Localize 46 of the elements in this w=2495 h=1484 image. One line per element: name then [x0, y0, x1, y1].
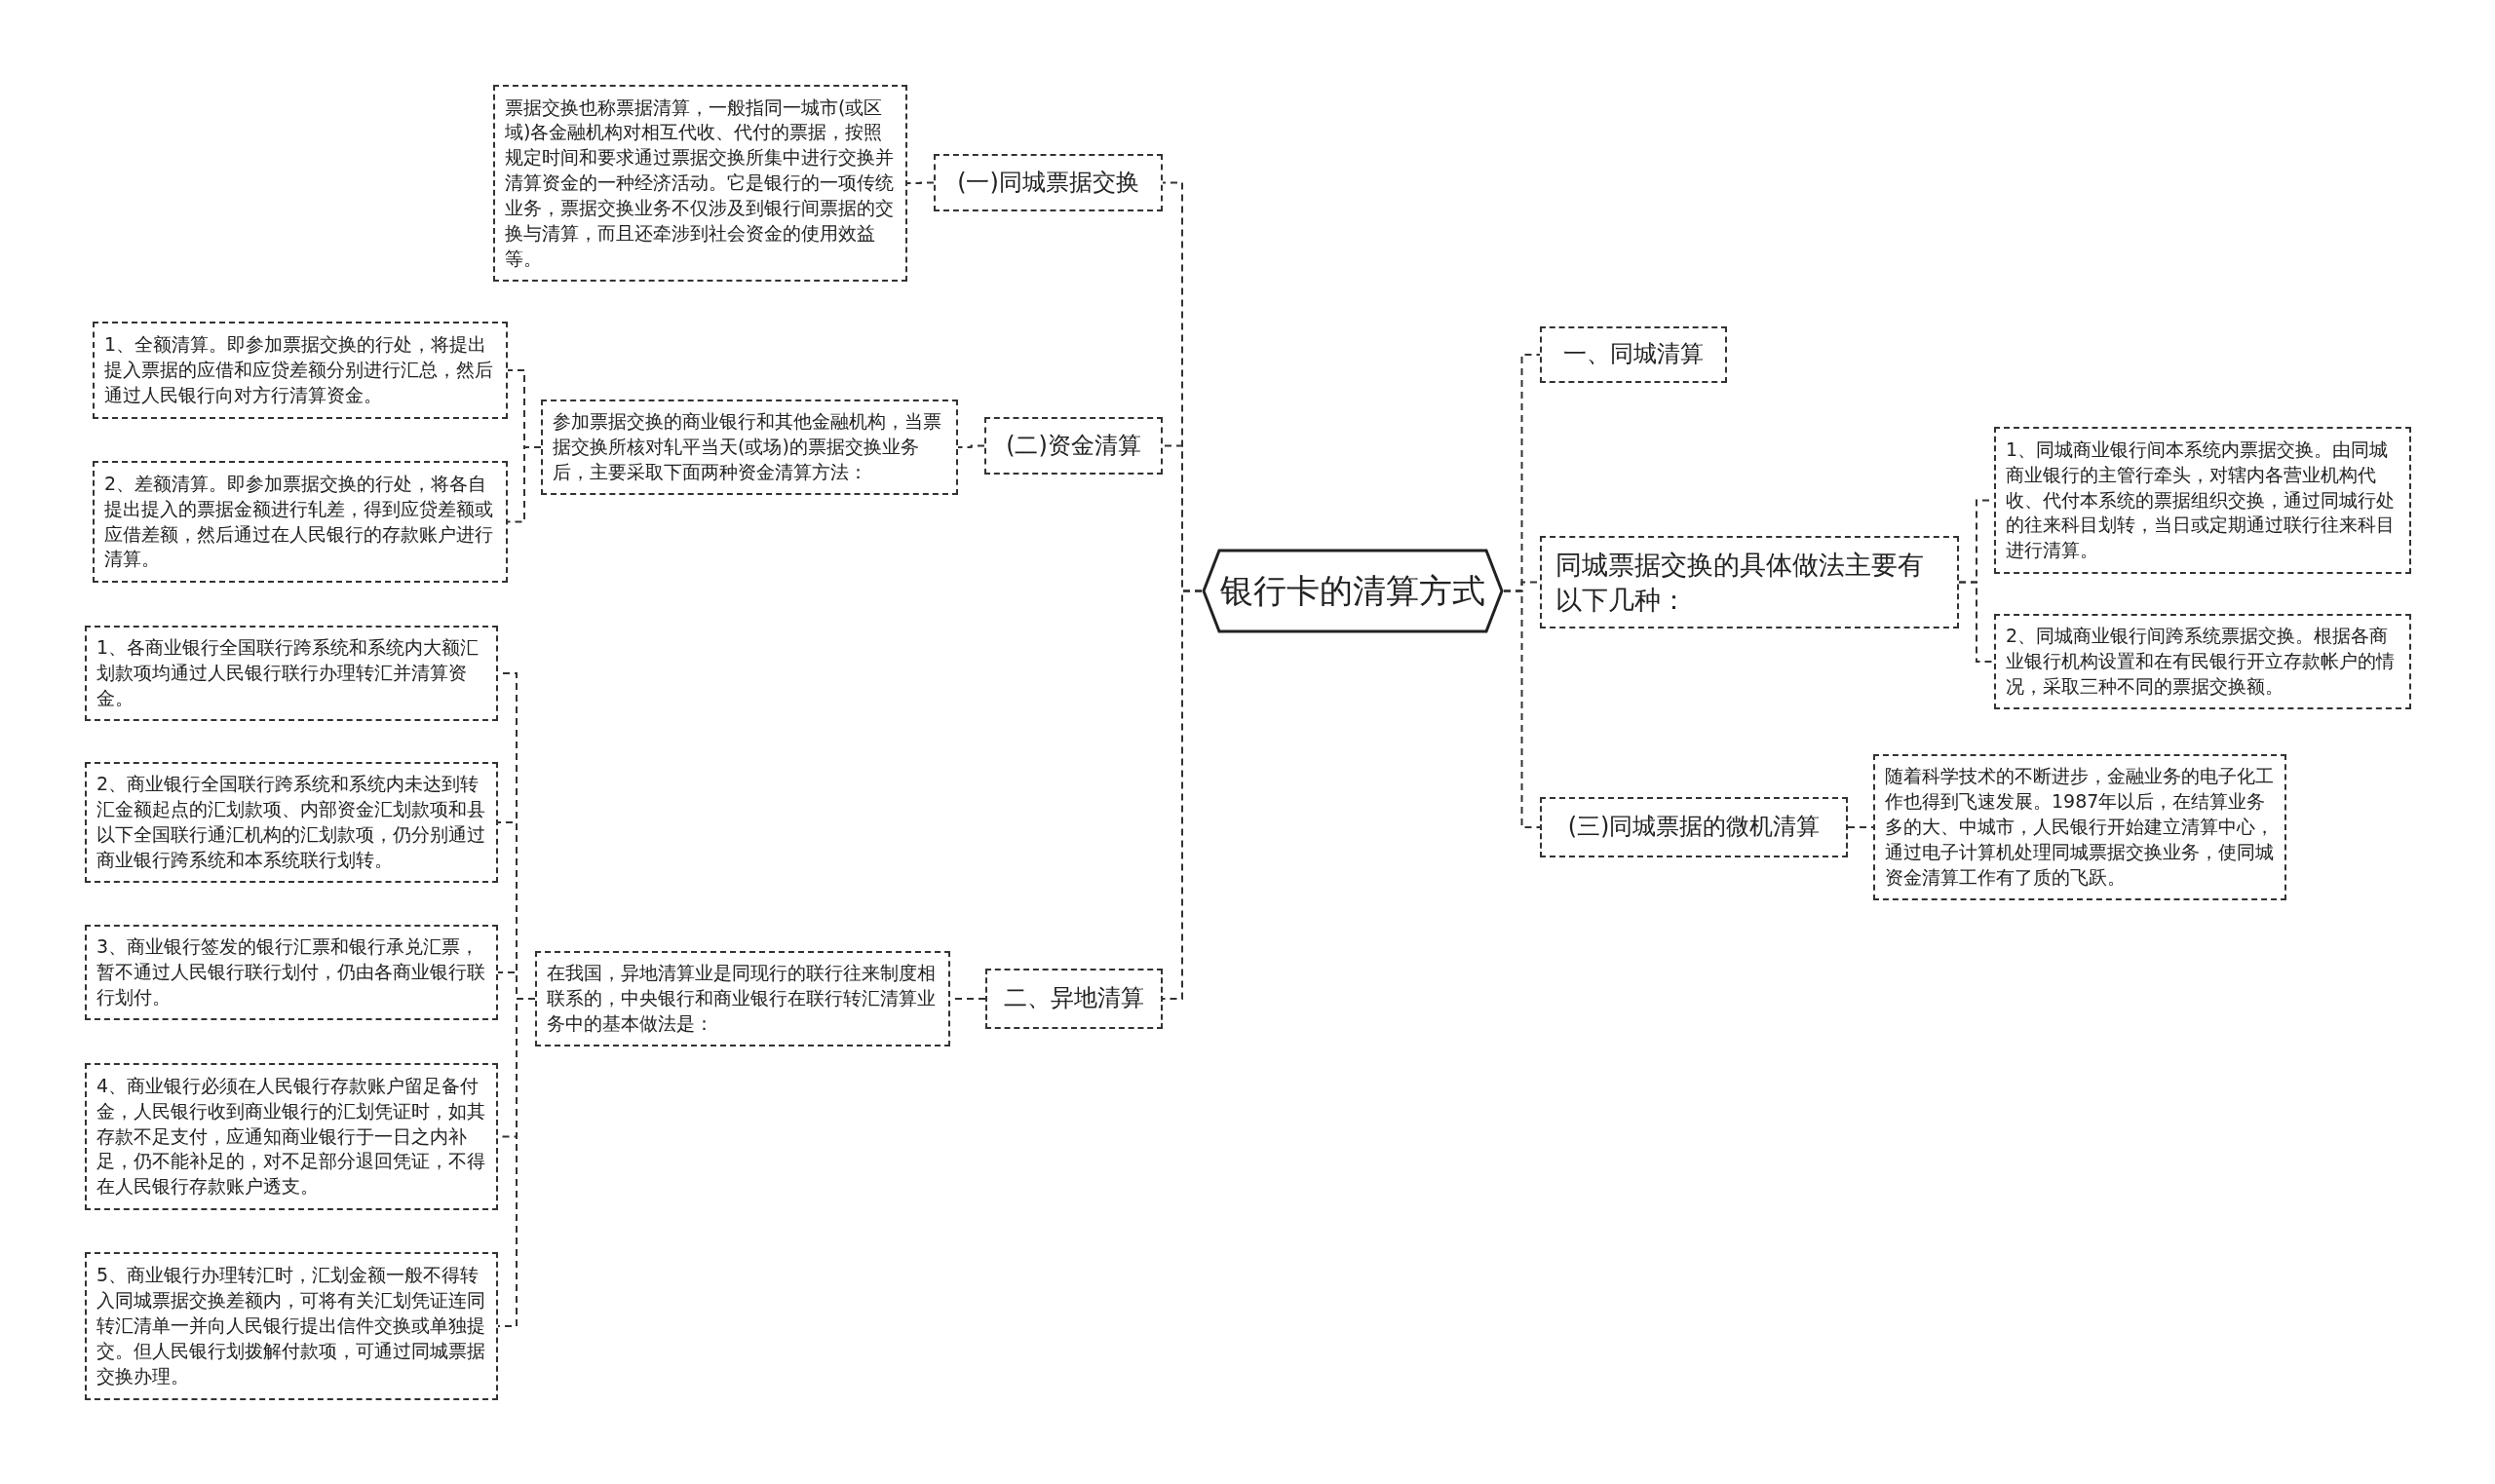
connector-line	[1847, 826, 1874, 828]
topic-box	[1540, 536, 1959, 628]
note-text: 参加票据交换的商业银行和其他金融机构，当票据交换所核对轧平当天(或场)的票据交换业务后，主要采取下面两种资金清算方法：	[553, 409, 942, 484]
topic-box	[1540, 326, 1727, 383]
topic-text: 一、同城清算	[1563, 339, 1704, 370]
note-box	[85, 925, 498, 1020]
connector-line	[507, 446, 542, 523]
note-box	[535, 951, 950, 1046]
note-box	[1994, 427, 2411, 574]
note-text: 3、商业银行签发的银行汇票和银行承兑汇票，暂不通过人民银行联行划付，仍由各商业银行联行划付。	[96, 934, 486, 1009]
connector-line	[906, 181, 935, 184]
connector-line	[1503, 590, 1541, 828]
note-text: 2、同城商业银行间跨系统票据交换。根据各商业银行机构设置和在有民银行开立存款帐户的情况，采取三种不同的票据交换额。	[2006, 624, 2396, 699]
topic-box	[985, 969, 1163, 1029]
note-text: 1、各商业银行全国联行跨系统和系统内大额汇划款项均通过人民银行联行办理转汇并清算资金。	[96, 635, 480, 710]
topic-box	[1540, 797, 1848, 857]
note-box	[85, 1063, 498, 1210]
connector-line	[1162, 590, 1203, 1000]
connector-line	[957, 444, 985, 448]
connector-line	[1958, 581, 1995, 663]
note-box	[541, 400, 958, 495]
note-box	[493, 85, 907, 282]
root-title: 银行卡的清算方式	[1220, 569, 1485, 612]
note-box	[85, 762, 498, 883]
note-text: 2、商业银行全国联行跨系统和系统内未达到转汇金额起点的汇划款项、内部资金汇划款项和县以下全国联行通汇机构的汇划款项，仍分别通过商业银行跨系统和本系统联行划转。	[96, 772, 486, 872]
note-box	[1873, 754, 2286, 900]
note-text: 1、同城商业银行间本系统内票据交换。由同城商业银行的主管行牵头，对辖内各营业机构代收、代付本系统的票据组织交换，通过同城行处的往来科目划转，当日或定期通过联行往来科目进行清算。	[2006, 437, 2396, 563]
note-text: 5、商业银行办理转汇时，汇划金额一般不得转入同城票据交换差额内，可将有关汇划凭证连同转汇清单一并向人民银行提出信件交换或单独提交。但人民银行划拨解付款项，可通过同城票据交换办理。	[96, 1263, 486, 1389]
topic-box	[984, 417, 1163, 475]
note-text: 随着科学技术的不断进步，金融业务的电子化工作也得到飞速发展。1987年以后，在结算业务多的大、中城市，人民银行开始建立清算中心，通过电子计算机处理同城票据交换业务，使同城资金清算工作有了质的飞跃。	[1885, 764, 2275, 890]
note-text: 2、差额清算。即参加票据交换的行处，将各自提出提入的票据金额进行轧差，得到应贷差额或应借差额，然后通过在人民银行的存款账户进行清算。	[104, 471, 494, 572]
note-box	[85, 626, 498, 721]
topic-text: 同城票据交换的具体做法主要有以下几种：	[1555, 549, 1925, 617]
note-text: 4、商业银行必须在人民银行存款账户留足备付金，人民银行收到商业银行的汇划凭证时，如其存款不足支付，应通知商业银行于一日之内补足，仍不能补足的，对不足部分退回凭证，不得在人民银行存款账户透支。	[96, 1073, 486, 1199]
note-box	[1994, 614, 2411, 709]
note-text: 票据交换也称票据清算，一般指同一城市(或区域)各金融机构对相互代收、代付的票据，按照规定时间和要求通过票据交换所集中进行交换并清算资金的一种经济活动。它是银行的一项传统业务，票据交换业务不仅涉及到银行间票据的交换与清算，而且还牵涉到社会资金的使用效益等。	[505, 95, 895, 271]
topic-text: (三)同城票据的微机清算	[1567, 812, 1821, 843]
note-box	[93, 322, 508, 419]
topic-text: (一)同城票据交换	[957, 167, 1139, 198]
note-text: 1、全额清算。即参加票据交换的行处，将提出提入票据的应借和应贷差额分别进行汇总，然后通过人民银行向对方行清算资金。	[104, 332, 494, 407]
note-box	[93, 461, 508, 583]
topic-text: (二)资金清算	[1006, 430, 1141, 461]
note-box	[85, 1252, 498, 1400]
note-text: 在我国，异地清算业是同现行的联行往来制度相联系的，中央银行和商业银行在联行转汇清算业务中的基本做法是：	[547, 961, 937, 1036]
topic-text: 二、异地清算	[1004, 983, 1144, 1014]
topic-box	[934, 154, 1163, 211]
